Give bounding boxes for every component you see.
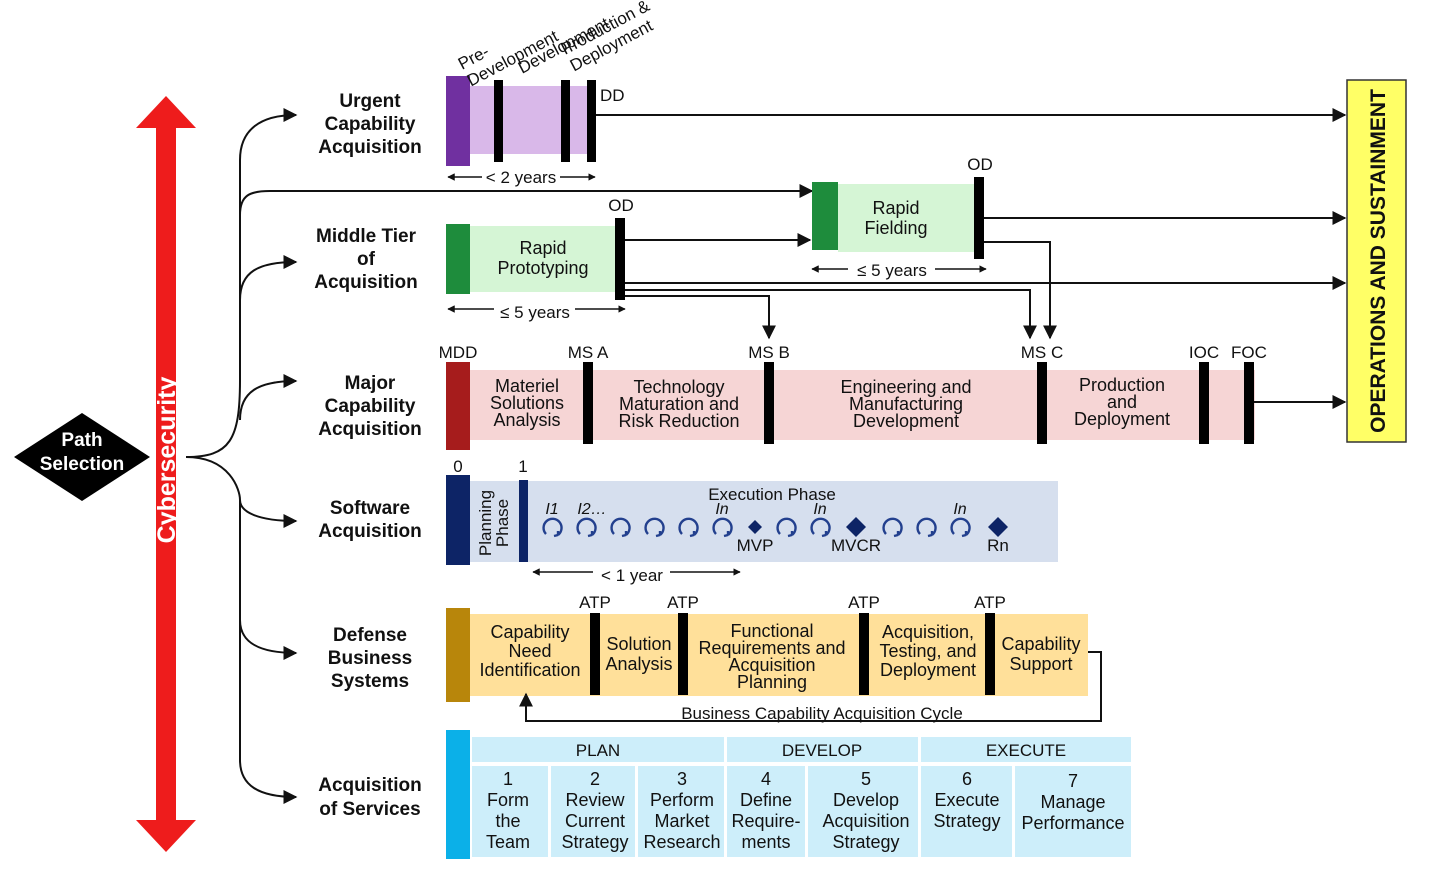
mca-milestone-ioc: IOC — [1189, 343, 1219, 362]
software-duration: < 1 year — [601, 566, 663, 585]
software-mark-0: 0 — [453, 457, 462, 476]
software-iteration-cycles — [542, 517, 971, 538]
software-iteration-labels: I1 I2… In In In — [545, 501, 966, 518]
software-iteration-i2: I2… — [577, 501, 606, 518]
release-diamond-icon — [846, 517, 866, 537]
dbs-atp-3: ATP — [848, 593, 880, 612]
services-step-5-num: 5 — [861, 769, 871, 789]
uca-phase-production: Production &Deployment — [558, 0, 662, 75]
iteration-cycle-icon — [542, 517, 563, 538]
release-diamond-icon — [748, 520, 762, 534]
software-execution-phase: Execution Phase — [708, 485, 836, 504]
services-group-develop: DEVELOP — [782, 741, 862, 760]
iteration-cycle-icon — [678, 517, 699, 538]
mta-od-label-2: OD — [967, 155, 993, 174]
dbs-atp-4: ATP — [974, 593, 1006, 612]
mta-duration-prototyping: ≤ 5 years — [500, 303, 570, 322]
iteration-cycle-icon — [916, 517, 937, 538]
services-step-6-num: 6 — [962, 769, 972, 789]
services-step-cells — [472, 766, 1131, 857]
mta-duration-fielding: ≤ 5 years — [857, 261, 927, 280]
release-diamond-icon — [988, 517, 1008, 537]
dbs-cycle-label: Business Capability Acquisition Cycle — [681, 704, 963, 723]
software-iteration-in-1: In — [715, 501, 728, 518]
services-group-execute: EXECUTE — [986, 741, 1066, 760]
software-release-mvp: MVP — [737, 536, 774, 555]
iteration-cycle-icon — [644, 517, 665, 538]
software-iteration-i1: I1 — [545, 501, 558, 518]
services-step-7-num: 7 — [1068, 771, 1078, 791]
path-branch-connectors — [185, 108, 814, 804]
services-step-1-num: 1 — [503, 769, 513, 789]
uca-dd-label: DD — [600, 86, 625, 105]
operations-sustainment-label: OPERATIONS AND SUSTAINMENT — [1367, 89, 1390, 433]
services-step-4-num: 4 — [761, 769, 771, 789]
cybersecurity-arrow: Cybersecurity — [136, 96, 196, 852]
software-release-rn: Rn — [987, 536, 1009, 555]
iteration-cycle-icon — [776, 517, 797, 538]
uca-phase-labels: Pre-Development Development Production &… — [455, 0, 662, 90]
software-iteration-in-2: In — [813, 501, 826, 518]
mca-milestone-ms-a: MS A — [568, 343, 609, 362]
iteration-cycle-icon — [712, 517, 733, 538]
mca-milestone-foc: FOC — [1231, 343, 1267, 362]
operations-sustainment-box: OPERATIONS AND SUSTAINMENT — [1346, 79, 1407, 443]
iteration-cycle-icon — [950, 517, 971, 538]
dbs-atp-1: ATP — [579, 593, 611, 612]
iteration-cycle-icon — [576, 517, 597, 538]
iteration-cycle-icon — [810, 517, 831, 538]
uca-duration: < 2 years — [486, 168, 556, 187]
software-release-diamonds — [748, 517, 1008, 537]
software-mark-1: 1 — [518, 457, 527, 476]
mca-milestone-ms-c: MS C — [1021, 343, 1064, 362]
software-planning-phase: PlanningPhase — [476, 490, 512, 556]
services-group-plan: PLAN — [576, 741, 620, 760]
mta-od-label-1: OD — [608, 196, 634, 215]
iteration-cycle-icon — [882, 517, 903, 538]
dbs-atp-2: ATP — [667, 593, 699, 612]
software-track: 0 1 PlanningPhase Execution Phase I1 I2…… — [446, 457, 1058, 585]
uca-track: DD Pre-Development Development Productio… — [446, 0, 1347, 187]
software-iteration-in-3: In — [953, 501, 966, 518]
services-step-2-num: 2 — [590, 769, 600, 789]
mca-milestone-mdd: MDD — [439, 343, 478, 362]
mca-milestones: MDD MS A MS B MS C IOC FOC — [439, 343, 1267, 362]
services-step-3-num: 3 — [677, 769, 687, 789]
cybersecurity-label: Cybersecurity — [153, 377, 181, 544]
software-release-mvcr: MVCR — [831, 536, 881, 555]
iteration-cycle-icon — [610, 517, 631, 538]
mca-milestone-ms-b: MS B — [748, 343, 790, 362]
